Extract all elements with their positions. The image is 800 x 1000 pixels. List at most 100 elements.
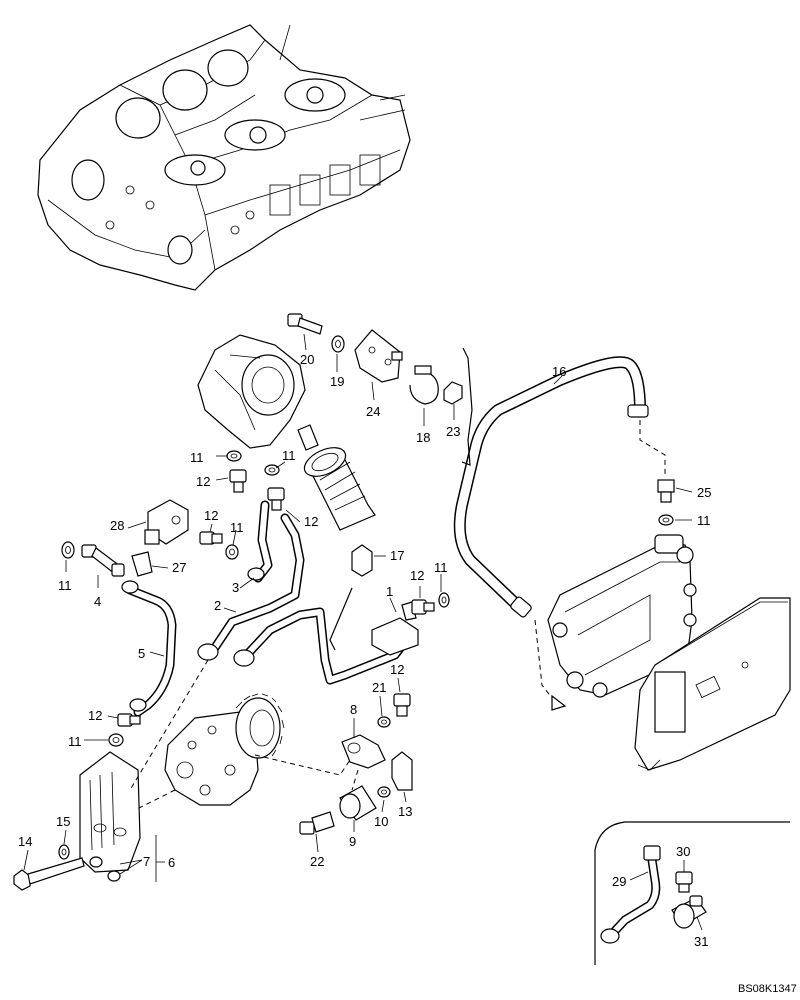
leader-pump-to-tee xyxy=(254,754,351,776)
fitting-part-27 xyxy=(131,551,153,577)
bolt-part-20 xyxy=(287,313,323,335)
washer-part-19 xyxy=(331,335,345,353)
callout-labels: 20 19 24 18 23 16 11 12 11 12 28 12 11 2… xyxy=(18,352,711,949)
nut-part-23 xyxy=(443,381,463,405)
callout-11-c: 11 xyxy=(230,520,244,535)
callout-21: 21 xyxy=(372,680,386,695)
engine-cylinder-head xyxy=(37,24,411,291)
plug-part-7 xyxy=(89,856,121,882)
callout-11-b: 11 xyxy=(282,448,296,463)
callout-22: 22 xyxy=(310,854,324,869)
washer-part-11-c xyxy=(225,544,239,560)
callout-11-g: 11 xyxy=(697,513,711,528)
washer-part-11-right xyxy=(658,514,674,526)
fitting-part-12-c xyxy=(199,531,223,545)
callout-3: 3 xyxy=(232,580,239,595)
fitting-part-12-d xyxy=(411,599,435,615)
pipe-part-29 xyxy=(600,845,661,944)
fuel-pipe-3 xyxy=(247,500,273,583)
callout-1: 1 xyxy=(386,584,393,599)
washer-part-11-e xyxy=(108,733,124,747)
clip-part-17 xyxy=(351,544,373,577)
callout-8: 8 xyxy=(350,702,357,717)
inset-detail xyxy=(594,821,790,965)
fitting-part-9 xyxy=(339,785,377,821)
pump-bracket-part-6 xyxy=(79,751,141,873)
callout-29: 29 xyxy=(612,874,626,889)
label-leaders xyxy=(23,333,703,931)
callout-12-f: 12 xyxy=(390,662,404,677)
fitting-part-12-e xyxy=(117,713,141,727)
callout-20: 20 xyxy=(300,352,314,367)
fitting-part-30 xyxy=(675,871,693,893)
callout-12-e: 12 xyxy=(88,708,102,723)
block-part-28 xyxy=(144,499,189,545)
fitting-part-12-a xyxy=(229,469,247,493)
callout-27: 27 xyxy=(172,560,186,575)
fitting-part-12-f xyxy=(393,693,411,717)
callout-6: 6 xyxy=(168,855,175,870)
tee-part-8 xyxy=(341,734,386,769)
callout-30: 30 xyxy=(676,844,690,859)
leader-pump-to-bracket xyxy=(134,789,176,811)
fuel-pipe-2 xyxy=(197,513,415,685)
bracket-part-24 xyxy=(354,329,403,383)
callout-12-a: 12 xyxy=(196,474,210,489)
bolt-part-14 xyxy=(13,857,85,891)
washer-part-11-left xyxy=(61,541,75,559)
elbow-part-13 xyxy=(391,751,413,791)
banjo-bolt-part-4 xyxy=(81,544,125,577)
clamp-part-18 xyxy=(409,365,439,405)
callout-18: 18 xyxy=(416,430,430,445)
callout-11-e: 11 xyxy=(434,560,448,575)
callout-14: 14 xyxy=(18,834,32,849)
callout-25: 25 xyxy=(697,485,711,500)
washer-part-11-d xyxy=(438,592,450,608)
callout-2: 2 xyxy=(214,598,221,613)
callout-17: 17 xyxy=(390,548,404,563)
callout-11-a: 11 xyxy=(190,450,204,465)
callout-10: 10 xyxy=(374,814,388,829)
sensor-part-22 xyxy=(299,811,335,835)
fuel-injection-pump xyxy=(164,693,285,806)
callout-15: 15 xyxy=(56,814,70,829)
callout-31: 31 xyxy=(694,934,708,949)
callout-19: 19 xyxy=(330,374,344,389)
callout-11-f: 11 xyxy=(68,734,82,749)
callout-12-c: 12 xyxy=(204,508,218,523)
ecu-module xyxy=(634,597,791,771)
bracket-line-17 xyxy=(329,587,353,651)
washer-part-10 xyxy=(377,786,391,798)
callout-12-d: 12 xyxy=(410,568,424,583)
leader-pipe-2-to-bracket xyxy=(129,659,209,791)
fitting-part-31 xyxy=(671,895,707,929)
callout-7: 7 xyxy=(143,854,150,869)
callout-11-d: 11 xyxy=(58,578,72,593)
callout-28: 28 xyxy=(110,518,124,533)
washer-part-11-a xyxy=(226,450,242,462)
fuel-filter-cartridge xyxy=(297,424,376,531)
washer-part-15 xyxy=(58,844,70,860)
fitting-part-25 xyxy=(657,479,675,503)
fuel-pipe-5 xyxy=(121,580,177,717)
ecu-cooler-plate xyxy=(547,534,697,698)
callout-4: 4 xyxy=(94,594,101,609)
leader-25 xyxy=(639,420,666,478)
bracket-line-16 xyxy=(461,347,473,466)
drawing-code: BS08K1347 xyxy=(738,983,797,995)
direction-arrow xyxy=(534,619,567,711)
callout-23: 23 xyxy=(446,424,460,439)
callout-13: 13 xyxy=(398,804,412,819)
callout-9: 9 xyxy=(349,834,356,849)
fitting-part-12-b xyxy=(267,487,285,511)
washer-part-11-b xyxy=(264,464,280,476)
callout-12-b: 12 xyxy=(304,514,318,529)
fuel-pipe-16 xyxy=(453,356,649,618)
leader-tee-to-9 xyxy=(351,769,359,791)
callout-24: 24 xyxy=(366,404,380,419)
callout-5: 5 xyxy=(138,646,145,661)
fuel-filter-head xyxy=(197,334,306,449)
tee-part-1 xyxy=(371,601,419,656)
washer-part-21 xyxy=(377,716,391,728)
